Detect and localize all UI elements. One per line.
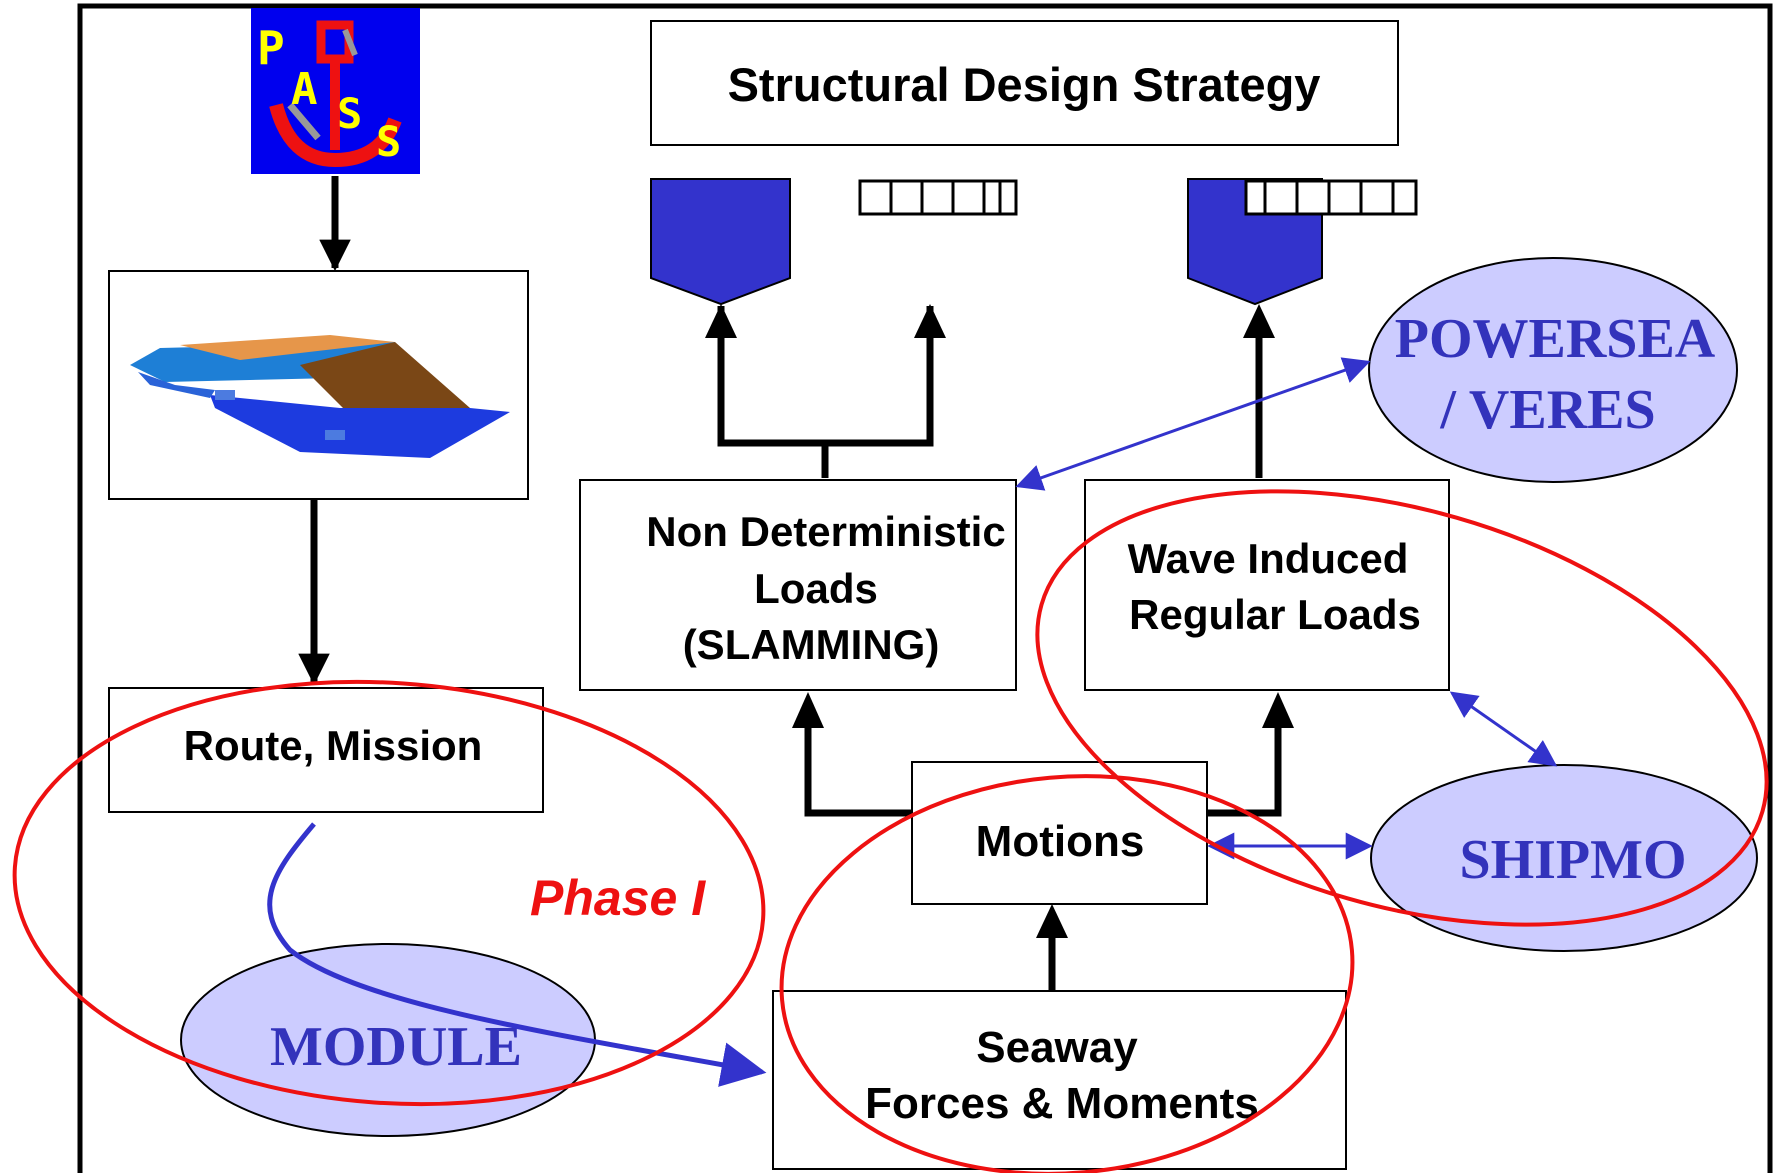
wave-induced-box [1084,479,1450,691]
non-det-line-1: Non Deterministic [646,508,1005,555]
outer-frame [77,3,1773,1173]
powersea-line-2: / VERES [1439,379,1655,441]
module-label: MODULE [270,1016,522,1078]
powersea-ellipse [1368,257,1738,483]
anchor-icon [269,20,402,168]
diagram-title: Structural Design Strategy [728,58,1321,111]
logo-letter-a: A [291,64,318,115]
phase-highlight-center [779,774,1355,1173]
title-box [650,20,1399,146]
motions-label: Motions [976,817,1145,866]
logo-letter-p: P [257,21,285,75]
wave-line-1: Wave Induced [1128,535,1409,582]
seaway-box [772,990,1347,1170]
ship-image-box [108,270,529,500]
phase-highlight-left [12,679,766,1107]
shield-left [650,178,791,306]
pass-logo: P A S S [251,8,420,174]
non-det-line-2: Loads [754,565,878,612]
motions-branch-arrows [792,692,1294,817]
non-det-line-3: (SLAMMING) [683,621,940,668]
ship-hull-image [130,335,510,458]
strip-right [1244,179,1418,216]
logo-letter-s2: S [376,117,401,166]
arrow-wave-to-shield [1243,304,1275,478]
wave-line-2: Regular Loads [1129,591,1421,638]
strip-left [858,179,1018,216]
phase-label: Phase I [530,870,706,926]
route-mission-label: Route, Mission [184,722,483,769]
arrow-seaway-to-motions [1036,904,1068,990]
seaway-line-2: Forces & Moments [865,1079,1259,1128]
powersea-line-1: POWERSEA [1395,308,1716,370]
phase-highlight-right [1035,489,1769,927]
link-wave-shipmo [1449,691,1558,767]
fork-connector [705,304,946,478]
link-powersea-nondet [1015,357,1371,491]
seaway-line-1: Seaway [976,1023,1138,1072]
logo-letter-s1: S [337,89,362,138]
motions-box [911,761,1208,905]
non-deterministic-box [579,479,1017,691]
link-route-to-seaway [267,822,767,1087]
shipmo-label: SHIPMO [1459,829,1686,891]
